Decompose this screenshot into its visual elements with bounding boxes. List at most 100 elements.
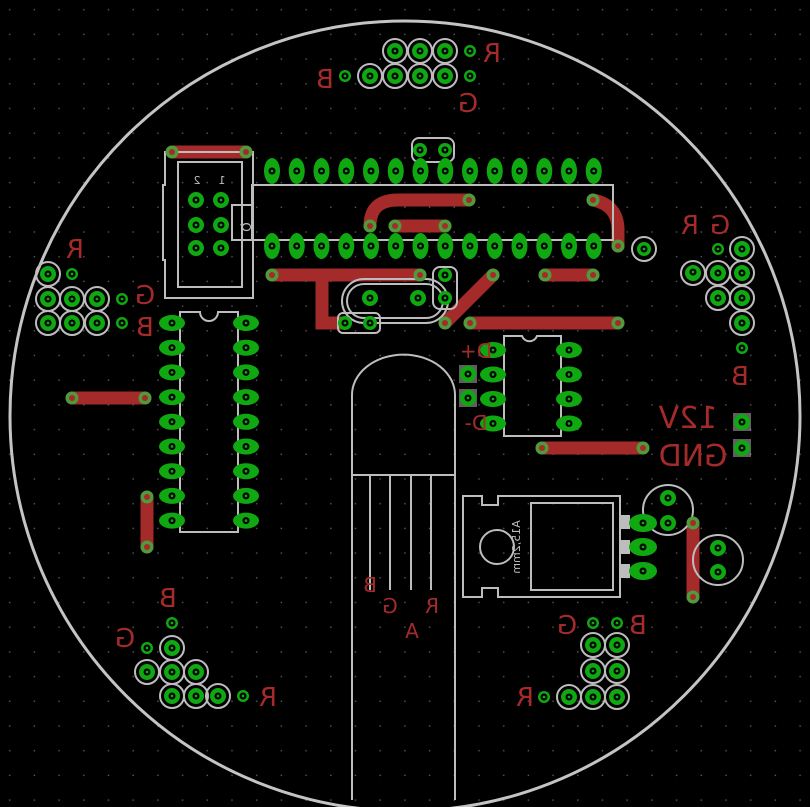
pad-hole-center <box>241 694 245 698</box>
pad-hole-center <box>343 321 347 325</box>
regulator-leg <box>620 540 630 554</box>
pad-hole-center <box>320 169 323 173</box>
pad-hole-center <box>443 148 447 152</box>
pad-hole-center <box>592 244 596 248</box>
via-hole <box>539 445 545 451</box>
pad-hole-center <box>740 247 744 251</box>
header-key-label: Q <box>239 222 253 231</box>
pad-outline <box>604 684 630 710</box>
pad-outline <box>604 658 630 684</box>
via-hole <box>640 445 646 451</box>
pad-hole-center <box>592 169 596 173</box>
label-b: B <box>316 65 334 95</box>
pad-hole-center <box>418 148 422 152</box>
label-gnd: GND <box>659 439 728 474</box>
pad-hole-center <box>194 670 198 674</box>
label-b: B <box>629 611 647 641</box>
pad-hole-center <box>666 496 670 500</box>
pad-hole-center <box>295 244 299 248</box>
pad-hole-center <box>170 346 174 350</box>
pad-outline <box>631 236 657 262</box>
pad-hole-center <box>145 646 149 650</box>
pad-hole-center <box>219 246 223 250</box>
pad-outline <box>183 683 209 709</box>
pad-hole-center <box>393 74 397 78</box>
via-hole <box>367 223 373 229</box>
via-hole <box>590 272 596 278</box>
pad-hole-center <box>641 569 645 573</box>
pad-hole-center <box>567 373 571 376</box>
via-hole <box>490 272 496 278</box>
pad-hole-center <box>591 621 595 625</box>
pad-hole-center <box>46 297 50 301</box>
header-pin1-label: 1 <box>219 174 226 187</box>
via-hole <box>590 197 596 203</box>
via-hole <box>243 149 249 155</box>
pad-hole-center <box>542 169 546 173</box>
pad-hole-center <box>591 643 595 647</box>
pad-hole-center <box>418 49 422 53</box>
pad-hole-center <box>244 445 248 448</box>
pad-hole-center <box>443 244 447 248</box>
pad-hole-center <box>170 646 174 650</box>
pad-hole-center <box>567 422 571 425</box>
pad-outline <box>729 236 755 262</box>
pad-hole-center <box>368 74 372 78</box>
label-d-plus: D+ <box>460 339 492 363</box>
pad-hole-center <box>394 244 398 248</box>
label-r: R <box>483 39 501 69</box>
pad-hole-center <box>493 169 497 173</box>
pad-outline <box>205 683 231 709</box>
via-hole <box>442 320 448 326</box>
pad-hole-center <box>716 546 720 550</box>
via-hole <box>542 272 548 278</box>
pad-hole-center <box>244 346 248 350</box>
pads-layer <box>35 38 755 710</box>
pad-hole-center <box>194 694 198 698</box>
regulator-tab <box>530 502 614 591</box>
pad-hole-center <box>615 669 619 673</box>
pad-hole-center <box>716 247 720 251</box>
pad-hole-center <box>369 244 373 248</box>
pad-hole-center <box>95 297 99 301</box>
pad-hole-center <box>691 270 695 274</box>
regulator-mount-hole <box>479 529 515 565</box>
pad-outline <box>729 310 755 336</box>
label-g: G <box>710 211 730 241</box>
pad-hole-center <box>615 643 619 647</box>
pad-hole-center <box>666 521 670 525</box>
pad-hole-center <box>244 469 248 473</box>
via-hole <box>417 272 423 278</box>
label-g: G <box>458 89 478 119</box>
regulator-outline <box>462 495 621 598</box>
label-led-g: G <box>382 594 398 618</box>
pad-hole-center <box>170 445 174 448</box>
pad-hole-center <box>567 244 571 248</box>
pad-hole-center <box>740 420 744 424</box>
pad-hole-center <box>641 545 645 549</box>
pad-hole-center <box>716 271 720 275</box>
pad-hole-center <box>615 695 619 699</box>
label-b: B <box>136 313 154 343</box>
pad-hole-center <box>740 321 744 325</box>
pad-hole-center <box>194 198 198 202</box>
via-hole <box>269 272 275 278</box>
pad-hole-center <box>145 670 149 674</box>
label-g: G <box>557 611 577 641</box>
pad-hole-center <box>170 321 174 325</box>
pad-hole-center <box>120 297 124 301</box>
pad-hole-center <box>567 348 571 352</box>
pad-outline <box>35 261 61 287</box>
pad-hole-center <box>491 397 495 401</box>
pad-hole-center <box>244 519 248 522</box>
via-hole <box>615 243 621 249</box>
pad-hole-center <box>740 296 744 300</box>
pad-hole-center <box>716 296 720 300</box>
label-12v: 12V <box>658 401 717 436</box>
pad-hole-center <box>170 519 174 522</box>
electrolytic-cap-outline <box>692 534 744 586</box>
pad-hole-center <box>368 296 372 300</box>
pad-outline <box>604 632 630 658</box>
pad-hole-center <box>615 621 619 625</box>
pad-hole-center <box>542 695 546 699</box>
